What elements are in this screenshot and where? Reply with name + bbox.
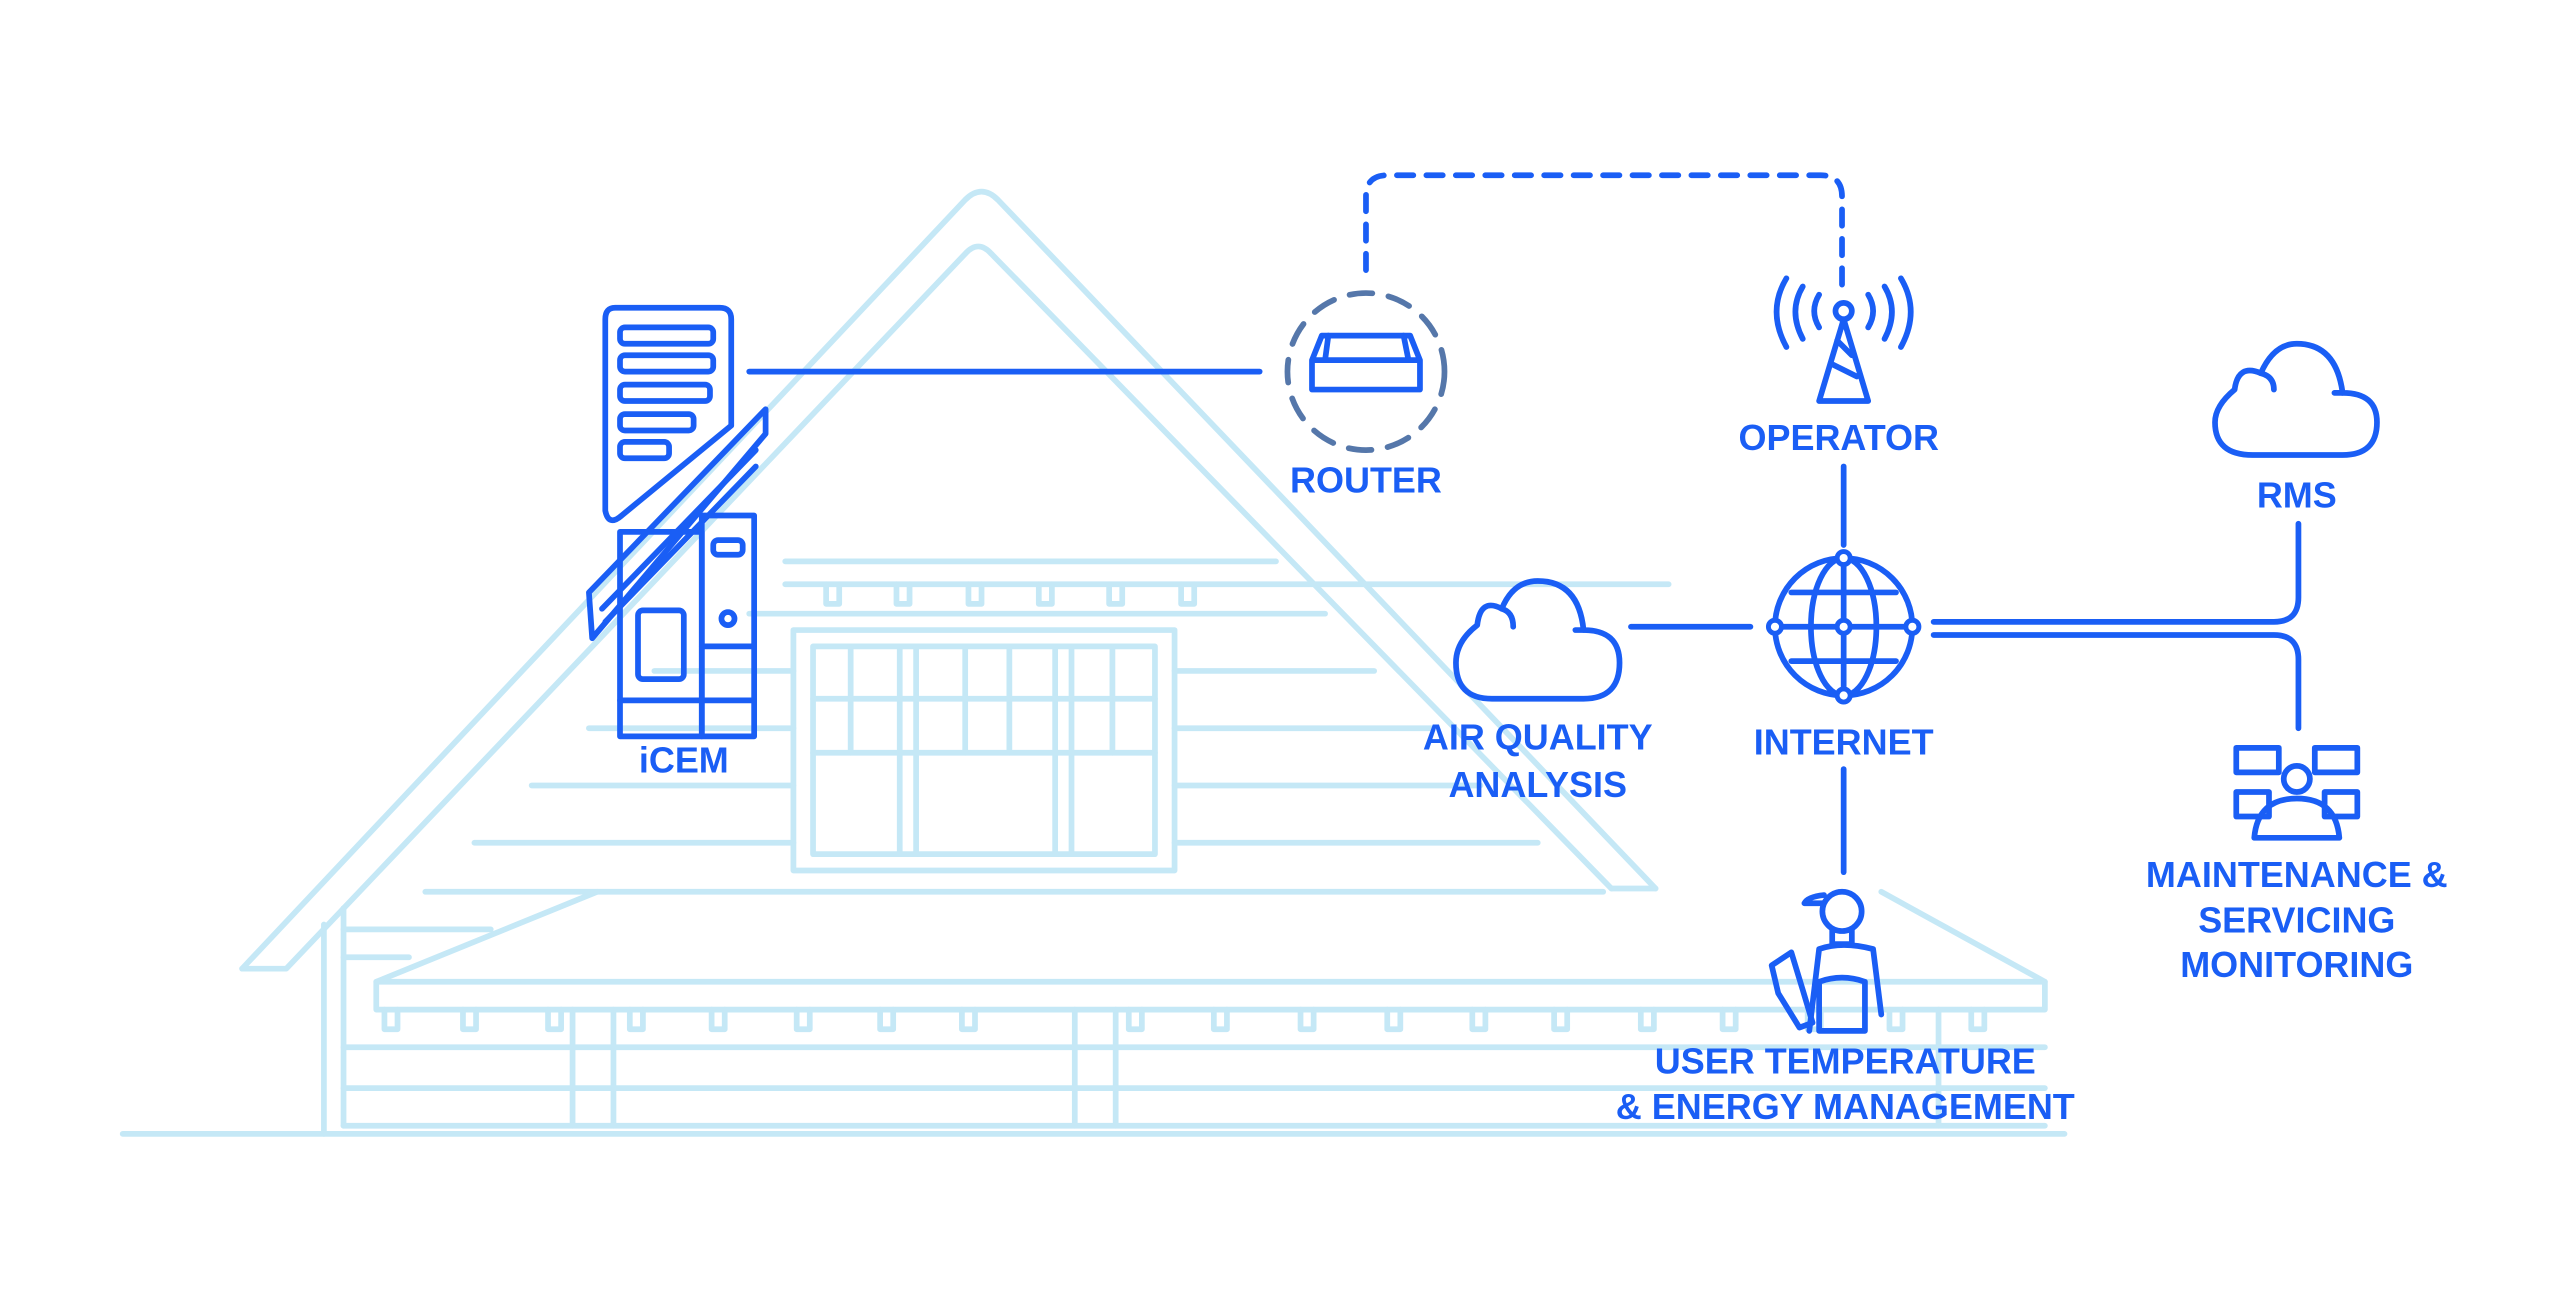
icem-device-icon: iCEM [586, 304, 769, 780]
air-quality-cloud-icon: AIR QUALITY ANALYSIS [1423, 578, 1653, 805]
air-quality-label-line1: AIR QUALITY [1423, 716, 1653, 757]
maintenance-label-line2: SERVICING [2198, 900, 2395, 941]
rms-label: RMS [2257, 474, 2337, 515]
router-icon: ROUTER [1284, 290, 1448, 501]
globe-icon: INTERNET [1754, 549, 1934, 762]
maintenance-monitoring-icon: MAINTENANCE & SERVICING MONITORING [2146, 744, 2448, 985]
user-technician-icon: USER TEMPERATURE & ENERGY MANAGEMENT [1616, 888, 2075, 1127]
user-label-line2: & ENERGY MANAGEMENT [1616, 1086, 2075, 1127]
rms-cloud-icon: RMS [2212, 340, 2380, 515]
house-illustration [119, 188, 2068, 1137]
connection-lines [746, 172, 2302, 876]
cell-tower-icon: OPERATOR [1738, 275, 1939, 458]
router-label: ROUTER [1290, 460, 1442, 501]
icem-label: iCEM [639, 739, 729, 780]
user-label-line1: USER TEMPERATURE [1655, 1040, 2036, 1081]
air-quality-label-line2: ANALYSIS [1448, 764, 1627, 805]
maintenance-label-line1: MAINTENANCE & [2146, 854, 2448, 895]
operator-label: OPERATOR [1738, 417, 1939, 458]
internet-label: INTERNET [1754, 721, 1934, 762]
maintenance-label-line3: MONITORING [2180, 944, 2413, 985]
